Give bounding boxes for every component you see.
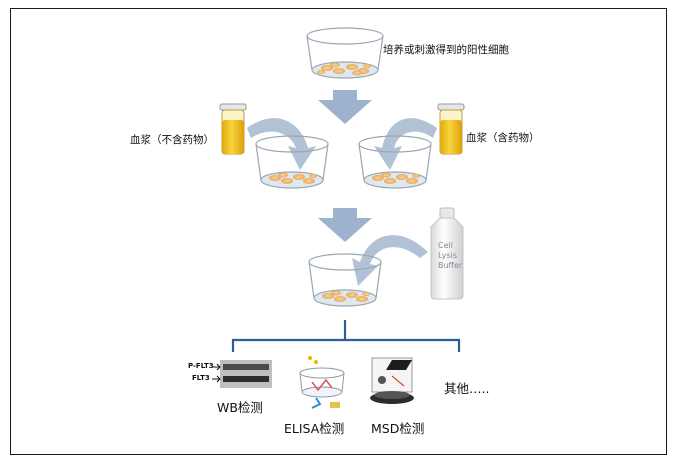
western-blot-icon	[212, 360, 272, 388]
branch-bracket	[231, 320, 461, 352]
down-arrow-icon	[318, 90, 372, 124]
down-arrow-icon	[318, 208, 372, 242]
elisa-detection-label: ELISA检测	[284, 421, 345, 436]
wb-band-label: FLT3	[192, 374, 210, 382]
stimulated-cells-label: 培养或刺激得到的阳性细胞	[383, 44, 509, 56]
plasma-no-drug-label: 血浆（不含药物）	[130, 134, 214, 146]
other-detection-label: 其他…..	[444, 381, 490, 396]
curved-arrow-icon	[352, 235, 428, 286]
petri-dish-icon	[306, 27, 384, 79]
msd-detection-label: MSD检测	[371, 421, 425, 436]
bottle-label-line: Lysis	[438, 251, 458, 260]
wb-band-label: P-FLT3	[188, 362, 214, 370]
petri-dish-icon	[358, 135, 432, 189]
msd-plate-icon	[370, 357, 414, 404]
reagent-bottle-icon	[430, 207, 464, 300]
bottle-label: Cell Lysis Buffer	[438, 241, 462, 271]
curved-arrow-icon	[247, 118, 316, 170]
bottle-label-line: Cell	[438, 241, 453, 250]
petri-dish-icon	[255, 135, 329, 189]
blood-tube-icon	[437, 103, 465, 155]
wb-detection-label: WB检测	[217, 400, 263, 415]
curved-arrow-icon	[374, 118, 437, 170]
blood-tube-icon	[219, 103, 247, 155]
bottle-label-line: Buffer	[438, 261, 463, 270]
plasma-with-drug-label: 血浆（含药物）	[466, 132, 540, 144]
petri-dish-icon	[308, 253, 382, 307]
elisa-plate-icon	[299, 356, 345, 409]
